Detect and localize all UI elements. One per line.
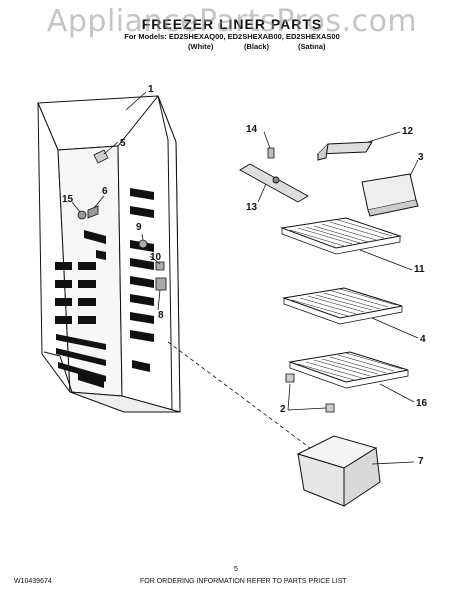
callout-9: 9 — [136, 222, 142, 233]
part-13-bracket — [239, 163, 309, 203]
models-line: For Models: ED2SHEXAQ00, ED2SHEXAB00, ED… — [124, 32, 340, 41]
callout-8: 8 — [158, 310, 164, 321]
callout-6: 6 — [102, 186, 108, 197]
callout-13: 13 — [246, 202, 258, 213]
wire-shelf-4 — [282, 287, 403, 325]
variant-satina: (Satina) — [298, 42, 326, 51]
callout-11: 11 — [414, 264, 425, 275]
callout-16: 16 — [416, 398, 428, 409]
callout-14: 14 — [246, 124, 258, 135]
callout-1: 1 — [148, 84, 154, 95]
variant-black: (Black) — [244, 42, 270, 51]
callout-5: 5 — [120, 138, 126, 149]
wire-shelf-16 — [288, 351, 409, 389]
page-title: FREEZER LINER PARTS — [141, 16, 323, 32]
left-wall-rails — [55, 230, 106, 388]
variant-white: (White) — [188, 42, 214, 51]
part-6-15-fasteners — [77, 205, 99, 220]
part-10 — [155, 261, 165, 271]
callout-3: 3 — [418, 152, 424, 163]
part-7-freezer-bin — [296, 435, 381, 507]
part-14-screw — [267, 147, 275, 159]
ordering-note: FOR ORDERING INFORMATION REFER TO PARTS … — [140, 578, 347, 585]
right-wall-rails — [130, 188, 154, 372]
callout-7: 7 — [418, 456, 424, 467]
part-9 — [138, 239, 148, 249]
part-8 — [155, 277, 167, 291]
part-2-glides — [285, 373, 335, 413]
part-3-tray — [361, 173, 419, 217]
watermark: AppliancePartsPros.com — [46, 4, 418, 39]
callout-15: 15 — [62, 194, 74, 205]
document-number: W10439674 — [14, 578, 52, 585]
assembly-line-bin — [167, 341, 311, 449]
callout-12: 12 — [402, 126, 414, 137]
callout-2: 2 — [280, 404, 286, 415]
callout-4: 4 — [420, 334, 426, 345]
part-12-shelf-handle — [316, 141, 373, 161]
callout-10: 10 — [150, 252, 162, 263]
leader-lines — [71, 91, 419, 465]
wire-shelf-11 — [280, 217, 402, 255]
page-number: 5 — [234, 566, 238, 573]
